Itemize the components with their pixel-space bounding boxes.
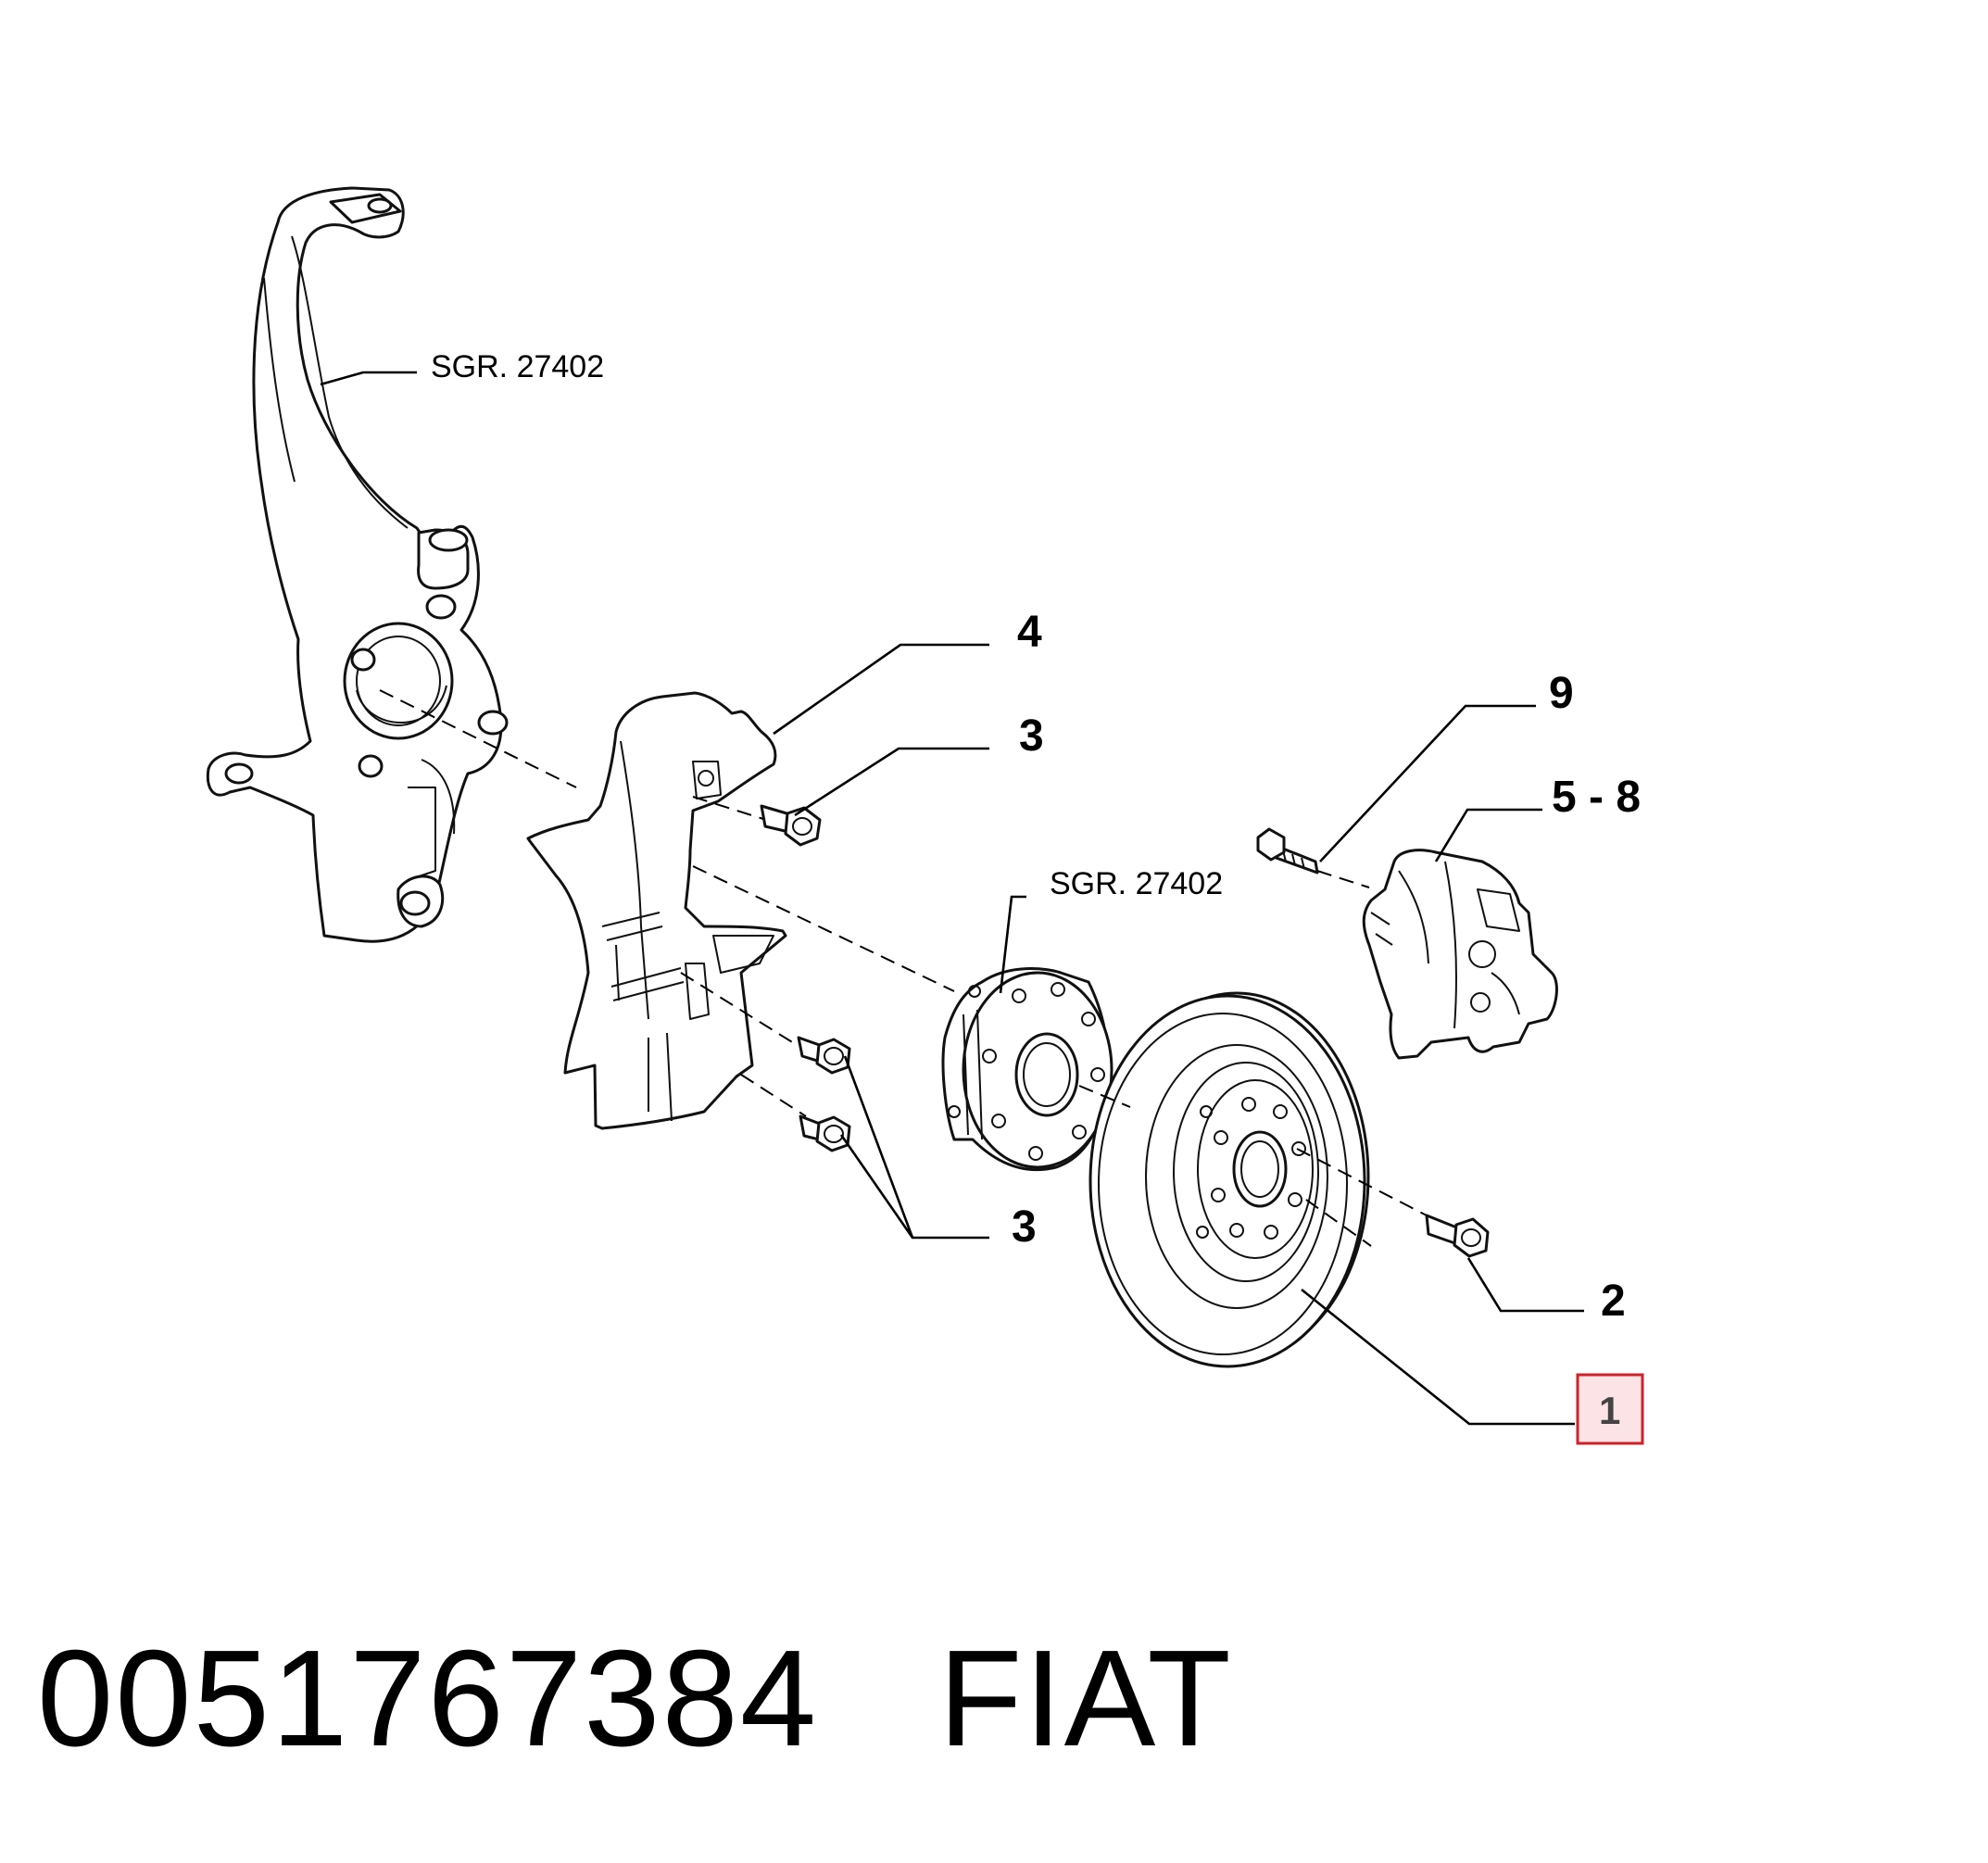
label-brake-disc-highlight (1576, 1373, 1644, 1445)
label-hub-ref: SGR. 27402 (1050, 866, 1223, 901)
shield-screw-lower-1 (797, 1036, 851, 1075)
part-number: 0051767384 (37, 1622, 819, 1775)
steering-knuckle (206, 186, 509, 943)
wheel-hub (941, 967, 1114, 1172)
shield-screw-lower-2 (799, 1114, 851, 1152)
brake-splash-shield (526, 691, 787, 1130)
disc-screw (1425, 1214, 1490, 1258)
label-caliper: 5 - 8 (1552, 773, 1641, 822)
label-splash-shield: 4 (1017, 608, 1042, 657)
brake-disc (1088, 991, 1370, 1368)
label-brake-disc: 1 (1599, 1389, 1620, 1432)
caliper-bolt (1256, 827, 1319, 875)
label-knuckle-ref: SGR. 27402 (431, 349, 604, 384)
assembly-axes (379, 689, 1428, 1247)
label-caliper-bolt: 9 (1549, 669, 1574, 718)
brand-name: FIAT (938, 1622, 1233, 1775)
shield-screw-upper (760, 804, 822, 847)
label-disc-screw: 2 (1601, 1277, 1626, 1326)
brake-caliper (1362, 849, 1558, 1060)
callout-labels: SGR. 27402 SGR. 27402 4 3 3 9 5 - 8 2 1 (431, 349, 1644, 1445)
label-screw-upper: 3 (1019, 711, 1044, 761)
label-screw-lower: 3 (1012, 1202, 1037, 1252)
leader-lines (320, 371, 1584, 1426)
